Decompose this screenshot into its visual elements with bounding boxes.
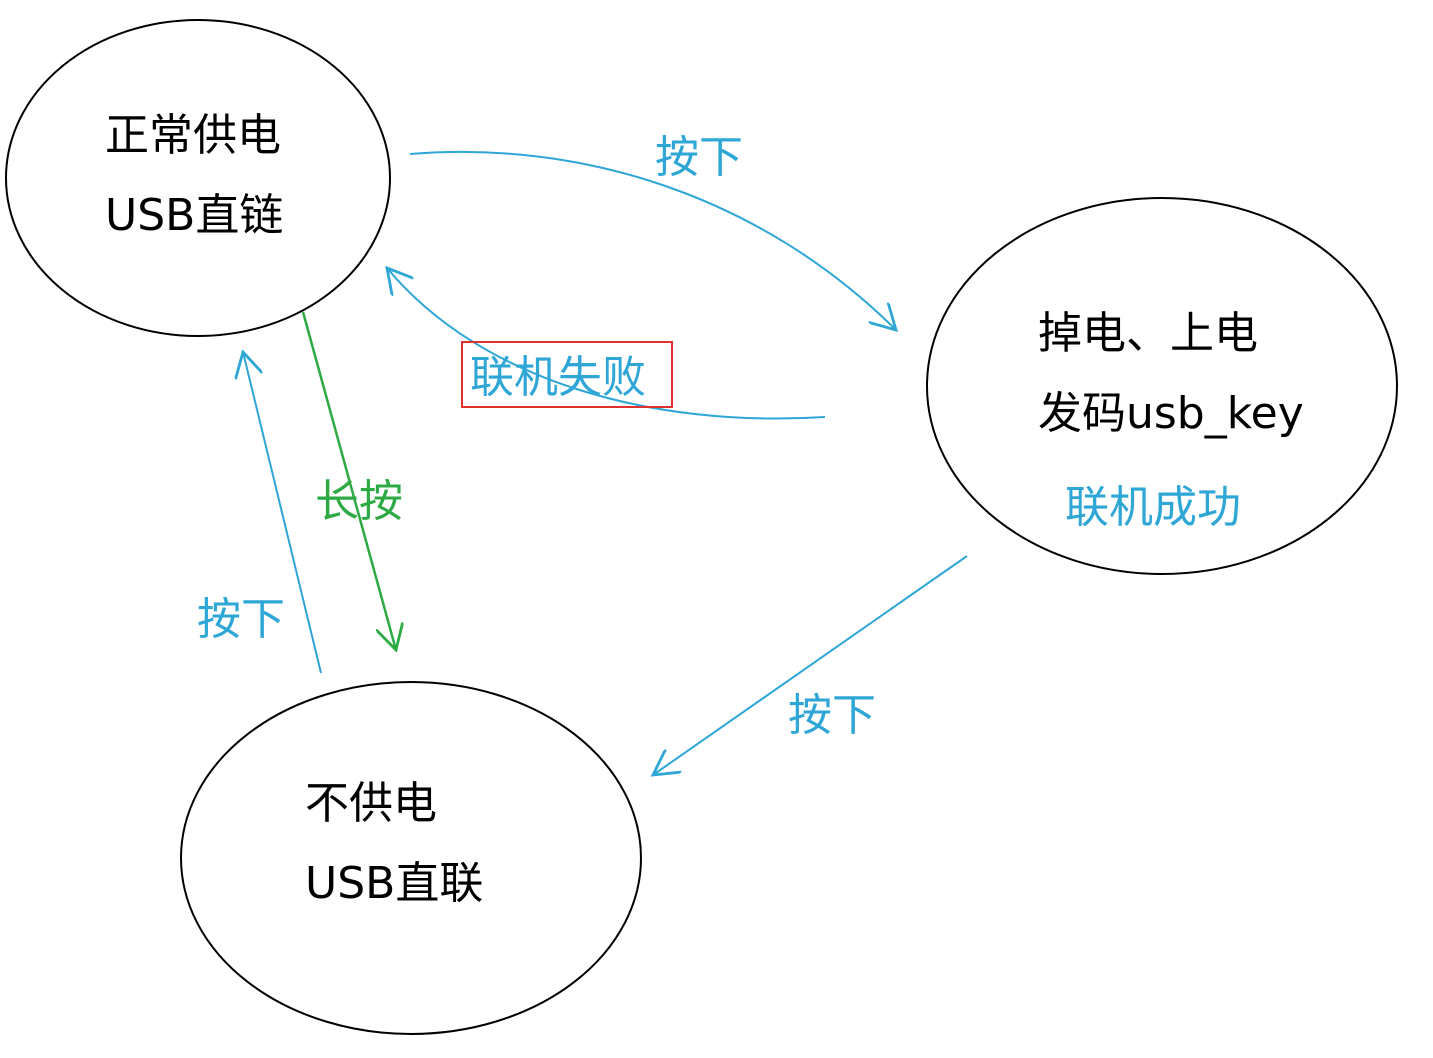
arrow-normal-to-cycle <box>409 150 896 330</box>
state-normal-power-line2: USB直链 <box>105 190 283 241</box>
state-normal-power-outline <box>5 19 391 337</box>
arrow-cycle-to-normal <box>387 268 826 420</box>
state-no-power-outline <box>180 681 642 1035</box>
label-cycle-to-normal: 联机失败 <box>470 352 646 403</box>
transition-nopower-to-normal: 按下 <box>197 352 322 674</box>
arrow-nopower-to-normal <box>243 352 322 674</box>
state-no-power-line1: 不供电 <box>305 778 437 829</box>
state-power-cycle-line1: 掉电、上电 <box>1038 308 1258 359</box>
transition-cycle-to-nopower: 按下 <box>653 555 968 775</box>
label-nopower-to-normal: 按下 <box>197 594 285 645</box>
transition-normal-to-nopower: 长按 <box>301 311 403 650</box>
state-power-cycle: 掉电、上电 发码usb_key 联机成功 <box>926 197 1398 575</box>
transition-cycle-to-normal: 联机失败 <box>387 268 826 420</box>
label-cycle-to-nopower: 按下 <box>788 690 876 741</box>
state-normal-power: 正常供电 USB直链 <box>5 19 391 337</box>
state-no-power: 不供电 USB直联 <box>180 681 642 1035</box>
arrow-normal-to-nopower <box>301 311 396 650</box>
state-power-cycle-outline <box>926 197 1398 575</box>
state-no-power-line2: USB直联 <box>305 858 483 909</box>
state-power-cycle-line2: 发码usb_key <box>1038 388 1304 439</box>
state-power-cycle-line3: 联机成功 <box>1065 482 1241 533</box>
arrow-cycle-to-nopower <box>653 555 968 775</box>
highlight-box <box>461 341 673 408</box>
label-normal-to-cycle: 按下 <box>655 132 743 183</box>
transition-normal-to-cycle: 按下 <box>409 132 896 330</box>
state-normal-power-line1: 正常供电 <box>105 110 281 161</box>
label-normal-to-nopower: 长按 <box>315 476 403 527</box>
